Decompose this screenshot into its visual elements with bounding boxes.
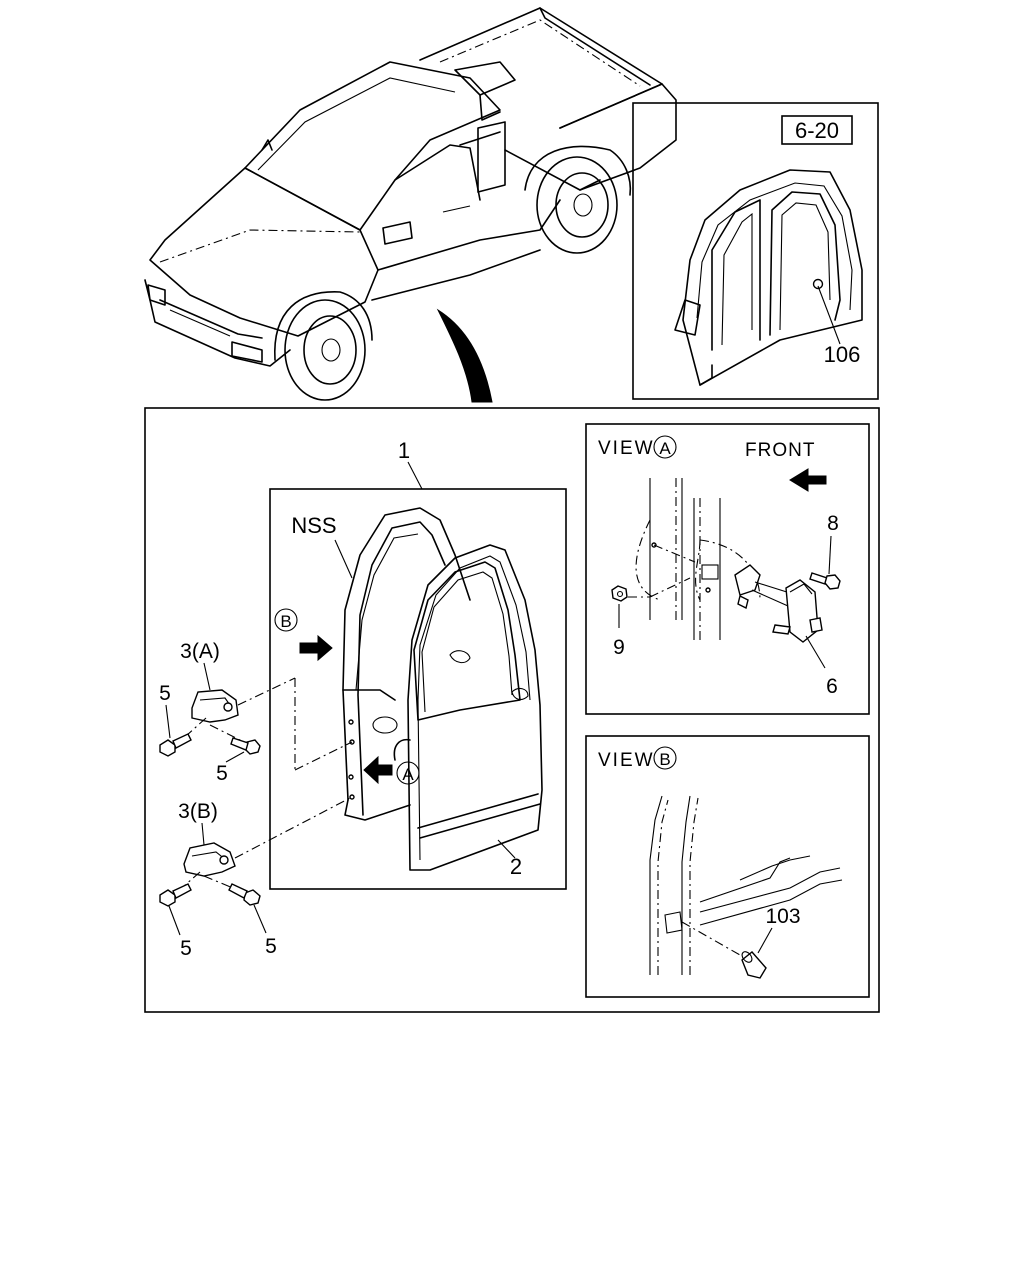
- bolt-icon: [230, 737, 261, 755]
- part-label-106: 106: [824, 342, 861, 367]
- nut-icon: [611, 585, 628, 602]
- lower-hinge-group: 3(B) 5 5: [159, 796, 353, 960]
- part-label-6: 6: [826, 675, 838, 698]
- view-b-marker: B: [274, 608, 333, 662]
- view-a-marker: A: [363, 755, 420, 785]
- part-label-9: 9: [613, 636, 625, 659]
- front-label: FRONT: [745, 440, 815, 461]
- truck-illustration: [144, 7, 677, 403]
- nss-label: NSS: [291, 513, 336, 538]
- ref-label-6-20: 6-20: [795, 118, 839, 143]
- part-label-103: 103: [765, 905, 800, 928]
- part-label-3b: 3(B): [178, 800, 218, 823]
- view-a-title: VIEW: [598, 438, 655, 459]
- view-b-title: VIEW: [598, 750, 655, 771]
- view-a-panel: VIEW A FRONT: [585, 423, 870, 715]
- arrow-left-icon: [363, 755, 393, 785]
- bolt-icon: [159, 883, 192, 907]
- arrow-right-icon: [299, 634, 333, 662]
- door-assembly-box: [269, 488, 567, 890]
- inset-body-frame: 6-20 106: [632, 102, 879, 400]
- main-detail-frame: [144, 407, 880, 1013]
- view-b-marker-letter: B: [280, 612, 291, 631]
- part-label-8: 8: [827, 512, 839, 535]
- door-frame: [342, 507, 471, 821]
- part-label-3a: 3(A): [180, 640, 220, 663]
- view-a-marker-letter: A: [402, 765, 414, 784]
- bolt-icon: [228, 883, 261, 906]
- part-label-1: 1: [398, 438, 410, 463]
- upper-hinge-group: 3(A) 5 5: [159, 640, 353, 785]
- part-label-5-upper-right: 5: [216, 762, 228, 785]
- part-label-5-lower-left: 5: [180, 937, 192, 960]
- plug-icon: [741, 951, 767, 979]
- bolt-icon: [809, 572, 841, 590]
- bolt-icon: [159, 733, 192, 757]
- part-label-2: 2: [510, 854, 522, 879]
- view-b-panel: VIEW B 103: [585, 735, 870, 998]
- view-a-title-letter: A: [659, 439, 671, 458]
- part-label-5-lower-right: 5: [265, 935, 277, 958]
- front-arrow-icon: [789, 468, 827, 492]
- view-b-title-letter: B: [659, 750, 670, 769]
- part-label-5-upper-left: 5: [159, 682, 171, 705]
- door-check-part: [734, 564, 823, 643]
- ref-box-6-20: [781, 115, 853, 145]
- door-outer-panel: [393, 544, 543, 871]
